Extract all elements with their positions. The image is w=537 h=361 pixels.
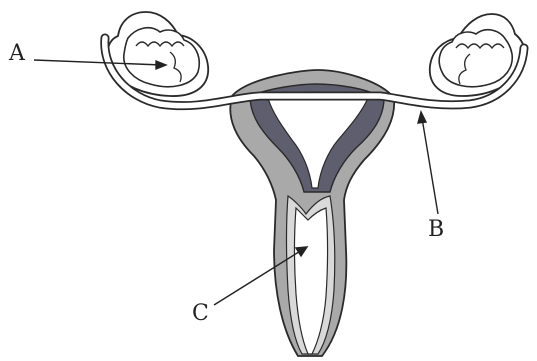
uterus	[230, 70, 394, 356]
label-b: B	[428, 219, 444, 241]
label-c: C	[192, 303, 209, 325]
pointer-line-b	[422, 118, 438, 214]
label-a: A	[9, 43, 25, 65]
pointer-arrow-b	[418, 112, 426, 123]
